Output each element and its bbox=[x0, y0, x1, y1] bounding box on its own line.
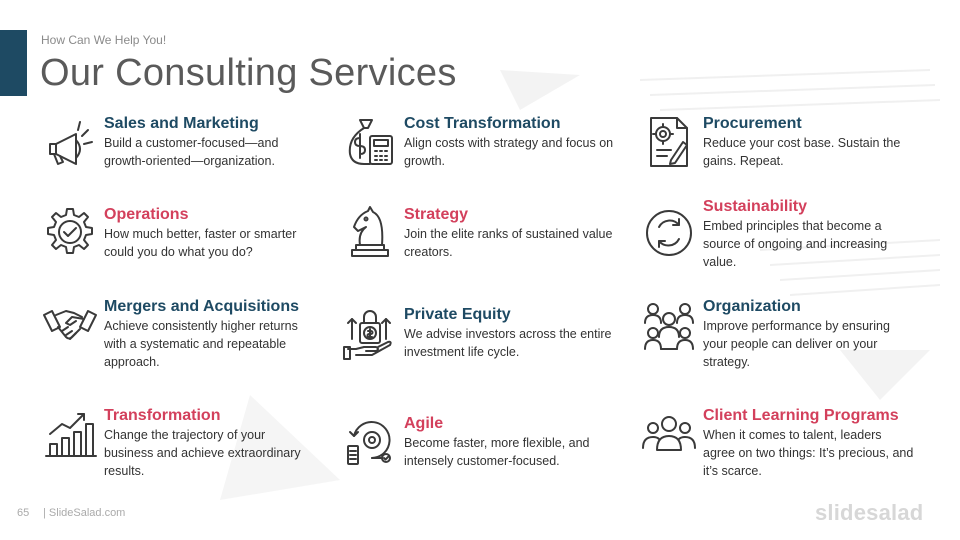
organization-people-icon bbox=[641, 297, 697, 353]
service-title: Mergers and Acquisitions bbox=[104, 298, 299, 315]
service-description: Improve performance by ensuring your peo… bbox=[703, 319, 890, 369]
service-operations: Operations How much better, faster or sm… bbox=[47, 205, 354, 261]
service-sustainability: Sustainability Embed principles that bec… bbox=[646, 197, 953, 271]
service-title: Sustainability bbox=[703, 198, 808, 215]
service-procurement: Procurement Reduce your cost base. Susta… bbox=[650, 114, 953, 170]
money-bag-calculator-icon bbox=[342, 114, 398, 170]
service-strategy: Strategy Join the elite ranks of sustain… bbox=[351, 205, 654, 261]
handshake-icon bbox=[42, 297, 98, 353]
service-description: Achieve consistently higher returns with… bbox=[104, 319, 298, 369]
dollar-lock-hand-icon bbox=[342, 305, 398, 361]
service-title: Private Equity bbox=[404, 306, 511, 323]
brand-logo: slidesalad bbox=[815, 500, 924, 525]
service-organization: Organization Improve performance by ensu… bbox=[644, 297, 953, 371]
service-description: Reduce your cost base. Sustain the gains… bbox=[703, 136, 901, 168]
service-description: Join the elite ranks of sustained value … bbox=[404, 227, 613, 259]
group-people-icon bbox=[641, 406, 697, 462]
service-title: Client Learning Programs bbox=[703, 407, 899, 424]
service-description: Embed principles that become a source of… bbox=[703, 219, 888, 269]
footer-source: | SlideSalad.com bbox=[43, 507, 126, 519]
service-title: Cost Transformation bbox=[404, 115, 561, 132]
gear-check-icon bbox=[42, 205, 98, 261]
agile-cycle-icon bbox=[342, 414, 398, 470]
recycle-circle-icon bbox=[641, 205, 697, 261]
service-description: Align costs with strategy and focus on g… bbox=[404, 136, 614, 168]
service-sales-marketing: Sales and Marketing Build a customer-foc… bbox=[49, 114, 354, 170]
service-description: Change the trajectory of your business a… bbox=[104, 428, 301, 478]
service-title: Operations bbox=[104, 206, 189, 223]
chess-knight-icon bbox=[342, 205, 398, 261]
procurement-document-icon bbox=[641, 114, 697, 170]
slide-title: Our Consulting Services bbox=[40, 52, 457, 94]
service-cost-transformation: Cost Transformation Align costs with str… bbox=[348, 114, 654, 170]
page-number: 65 bbox=[17, 507, 30, 519]
service-private-equity: Private Equity We advise investors acros… bbox=[343, 305, 654, 361]
title-accent-bar bbox=[0, 30, 27, 96]
service-agile: Agile Become faster, more flexible, and … bbox=[347, 414, 654, 470]
service-description: When it comes to talent, leaders agree o… bbox=[703, 428, 914, 478]
service-transformation: Transformation Change the trajectory of … bbox=[45, 406, 354, 480]
growth-chart-icon bbox=[42, 406, 98, 462]
megaphone-icon bbox=[42, 114, 98, 170]
service-title: Strategy bbox=[404, 206, 469, 223]
service-title: Sales and Marketing bbox=[104, 115, 259, 132]
slide-subtitle: How Can We Help You! bbox=[41, 33, 167, 47]
service-client-learning-programs: Client Learning Programs When it comes t… bbox=[642, 406, 953, 480]
service-description: Build a customer-focused—and growth-orie… bbox=[104, 136, 279, 168]
service-description: How much better, faster or smarter could… bbox=[104, 227, 297, 259]
service-mergers-acquisitions: Mergers and Acquisitions Achieve consist… bbox=[43, 297, 354, 371]
service-title: Procurement bbox=[703, 115, 802, 132]
service-title: Agile bbox=[404, 415, 444, 432]
service-title: Transformation bbox=[104, 407, 221, 424]
service-description: We advise investors across the entire in… bbox=[404, 327, 612, 359]
service-description: Become faster, more flexible, and intens… bbox=[404, 436, 590, 468]
service-title: Organization bbox=[703, 298, 801, 315]
